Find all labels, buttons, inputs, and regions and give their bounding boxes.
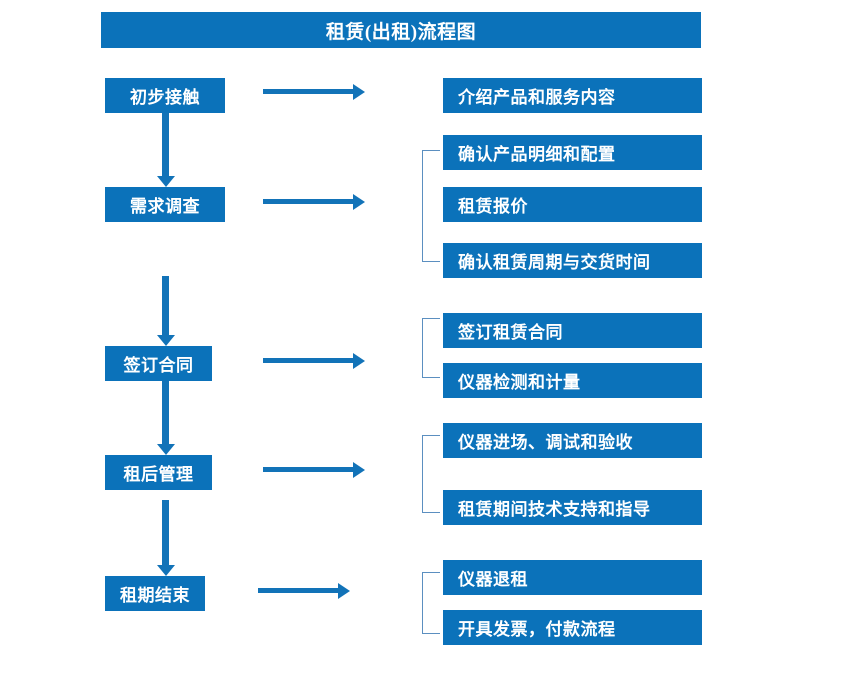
stage-box-sign-contract[interactable]: 签订合同	[105, 346, 212, 381]
detail-box-instrument-return[interactable]: 仪器退租	[443, 560, 702, 595]
horizontal-arrow-rental-end	[258, 583, 350, 599]
vertical-arrow-contract-to-management	[157, 381, 175, 455]
detail-box-technical-support[interactable]: 租赁期间技术支持和指导	[443, 490, 702, 525]
detail-box-invoice-payment[interactable]: 开具发票，付款流程	[443, 610, 702, 645]
detail-box-instrument-installation[interactable]: 仪器进场、调试和验收	[443, 423, 702, 458]
bracket-rental-end-group	[422, 572, 440, 634]
detail-box-instrument-testing[interactable]: 仪器检测和计量	[443, 363, 702, 398]
detail-box-confirm-product-details[interactable]: 确认产品明细和配置	[443, 135, 702, 170]
flowchart-title: 租赁(出租)流程图	[101, 12, 701, 48]
detail-box-confirm-rental-period[interactable]: 确认租赁周期与交货时间	[443, 243, 702, 278]
horizontal-arrow-initial-contact	[263, 84, 365, 100]
stage-box-rental-end[interactable]: 租期结束	[105, 576, 205, 611]
vertical-arrow-contact-to-survey	[157, 113, 175, 187]
bracket-post-rental-group	[422, 435, 440, 513]
vertical-arrow-management-to-end	[157, 500, 175, 576]
stage-box-post-rental-management[interactable]: 租后管理	[105, 455, 212, 490]
bracket-sign-contract-group	[422, 318, 440, 378]
bracket-demand-survey-group	[422, 150, 440, 262]
horizontal-arrow-sign-contract	[263, 353, 365, 369]
vertical-arrow-survey-to-contract	[157, 276, 175, 346]
horizontal-arrow-demand-survey	[263, 194, 365, 210]
detail-box-introduce-products[interactable]: 介绍产品和服务内容	[443, 78, 702, 113]
detail-box-rental-quotation[interactable]: 租赁报价	[443, 187, 702, 222]
stage-box-demand-survey[interactable]: 需求调查	[105, 187, 225, 222]
detail-box-sign-rental-contract[interactable]: 签订租赁合同	[443, 313, 702, 348]
stage-box-initial-contact[interactable]: 初步接触	[105, 78, 225, 113]
horizontal-arrow-post-rental	[263, 462, 365, 478]
